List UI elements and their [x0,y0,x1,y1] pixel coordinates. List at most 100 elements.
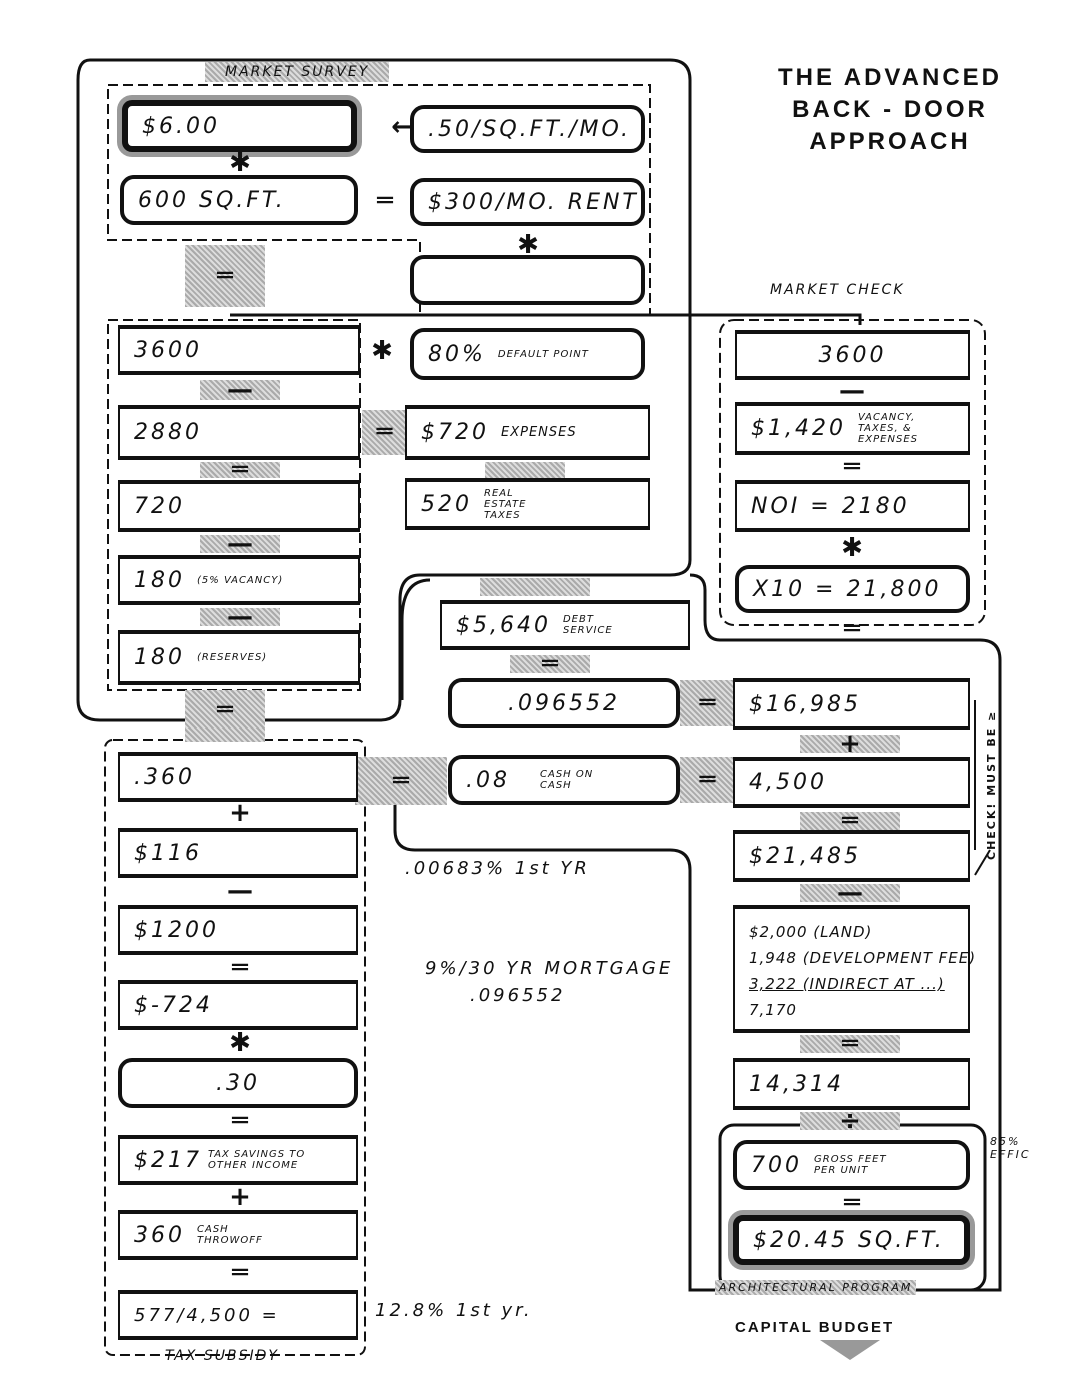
check-gross-box: 3600 [735,330,970,380]
after-default-box: 2880 [118,405,360,460]
reserves-box: 180 (RESERVES) [118,630,360,685]
plus-operator: + [229,798,251,828]
minus-operator: — [800,880,900,906]
reserves-label: (RESERVES) [197,652,268,663]
reserves-value: 180 [134,645,185,670]
tax-savings-value: $217 [134,1147,202,1173]
total-budget-box: $21,485 [733,830,970,882]
equals-operator: ═ [800,808,900,834]
gross-feet-label: GROSS FEET PER UNIT [814,1154,887,1176]
times-operator: ✱ [371,336,393,366]
equity-box: 4,500 [733,757,970,808]
check-value-box: X10 = 21,800 [735,565,970,613]
equals-operator: ═ [232,1106,248,1136]
unit-size-box: 600 SQ.FT. [120,175,358,225]
deductions-label: VACANCY, TAXES, & EXPENSES [857,412,918,445]
remaining-box: 720 [118,480,360,532]
mortgage-amount-box: $16,985 [733,678,970,730]
equals-operator: ═ [800,1031,900,1057]
times-operator: ✱ [841,533,863,563]
plus-operator: + [229,1182,251,1212]
default-point-box: 80% DEFAULT POINT [410,328,645,380]
minus-operator: — [200,604,280,630]
equals-operator: ═ [355,757,447,805]
equals-operator: ═ [185,245,265,307]
soft-cost-total: 7,170 [749,1001,797,1019]
mortgage-constant-note: .096552 [470,985,566,1006]
cash-on-cash-label: CASH ON CASH [540,769,594,791]
shade-divider [185,728,265,742]
divide-operator: ÷ [800,1108,900,1134]
debt-service-box: $5,640 DEBT SERVICE [440,600,690,650]
equals-operator: ═ [232,1258,248,1288]
land-cost: $2,000 (LAND) [749,923,873,941]
rent-psf-year-box: $6.00 [122,100,357,152]
noi-box: NOI = 2180 [735,480,970,532]
tax-bracket-box: .30 [118,1058,358,1108]
default-point-label: DEFAULT POINT [497,348,589,360]
equals-operator: ═ [362,410,407,455]
default-point-value: 80% [428,341,486,367]
arrow-left-icon: ← [391,112,413,142]
equals-operator: ═ [377,186,393,216]
debt-service-label: DEBT SERVICE [562,614,613,636]
cash-throwoff-value: 360 [134,1222,185,1248]
annual-rent-box: 3600 [118,325,360,375]
check-note: CHECK! MUST BE ≥ [985,709,998,860]
soft-costs-box: $2,000 (LAND) 1,948 (DEVELOPMENT FEE) 3,… [733,905,977,1033]
development-fee: 1,948 (DEVELOPMENT FEE) [749,949,977,967]
equals-operator: ═ [844,614,860,644]
rent-psf-month-box: .50/SQ.FT./MO. [410,105,645,153]
plus-operator: + [800,731,900,757]
equals-operator: ═ [680,680,735,726]
real-estate-taxes-box: 520 REAL ESTATE TAXES [405,478,650,530]
diagram-title: THE ADVANCED BACK - DOOR APPROACH [730,62,1050,158]
first-year-note: .00683% 1st YR [405,858,590,879]
capital-budget-label: CAPITAL BUDGET [735,1319,895,1336]
vacancy-box: 180 (5% VACANCY) [118,555,360,605]
equals-operator: ═ [185,690,265,730]
construction-cost-box: 14,314 [733,1058,970,1110]
expenses-value: $720 [421,420,489,445]
tax-savings-box: $217 TAX SAVINGS TO OTHER INCOME [118,1135,358,1185]
interest-box: $116 [118,828,358,878]
efficiency-note: 85% EFFIC [990,1135,1031,1161]
tax-savings-label: TAX SAVINGS TO OTHER INCOME [208,1149,306,1171]
taxes-label: REAL ESTATE TAXES [484,487,527,521]
principal-box: $1200 [118,905,358,955]
equals-operator: ═ [680,757,735,803]
return-note: 12.8% 1st yr. [375,1300,533,1321]
minus-operator: — [200,377,280,403]
times-operator: ✱ [517,230,539,260]
shade-divider [480,578,590,596]
minus-operator: — [839,376,865,406]
equals-operator: ═ [844,1188,860,1218]
gross-feet-box: 700 GROSS FEET PER UNIT [733,1140,970,1190]
times-operator: ✱ [229,148,251,178]
vacancy-value: 180 [134,567,185,593]
expenses-label: EXPENSES [501,425,577,440]
loss-box: $-724 [118,980,358,1030]
equals-operator: ═ [200,457,280,483]
depreciation-box: .360 [118,752,358,802]
empty-box [410,255,645,305]
return-calc-box: 577/4,500 = [118,1290,358,1340]
shade-divider [485,462,565,478]
indirect-cost: 3,222 (INDIRECT AT ...) [749,975,945,993]
equals-operator: ═ [844,452,860,482]
expenses-box: $720 EXPENSES [405,405,650,460]
title-line: APPROACH [809,128,971,155]
equals-operator: ═ [232,953,248,983]
times-operator: ✱ [229,1028,251,1058]
cash-on-cash-value: .08 [466,767,510,793]
monthly-rent-box: $300/MO. RENT [410,178,645,226]
vacancy-label: (5% VACANCY) [197,574,284,586]
cash-throwoff-label: CASH THROWOFF [197,1224,263,1246]
architectural-program-label: ARCHITECTURAL PROGRAM [715,1280,917,1295]
minus-operator: — [227,876,253,906]
equals-operator: ═ [510,651,590,677]
title-line: THE ADVANCED [777,64,1002,91]
cash-on-cash-box: .08 CASH ON CASH [448,755,680,805]
gross-feet-value: 700 [751,1152,802,1178]
